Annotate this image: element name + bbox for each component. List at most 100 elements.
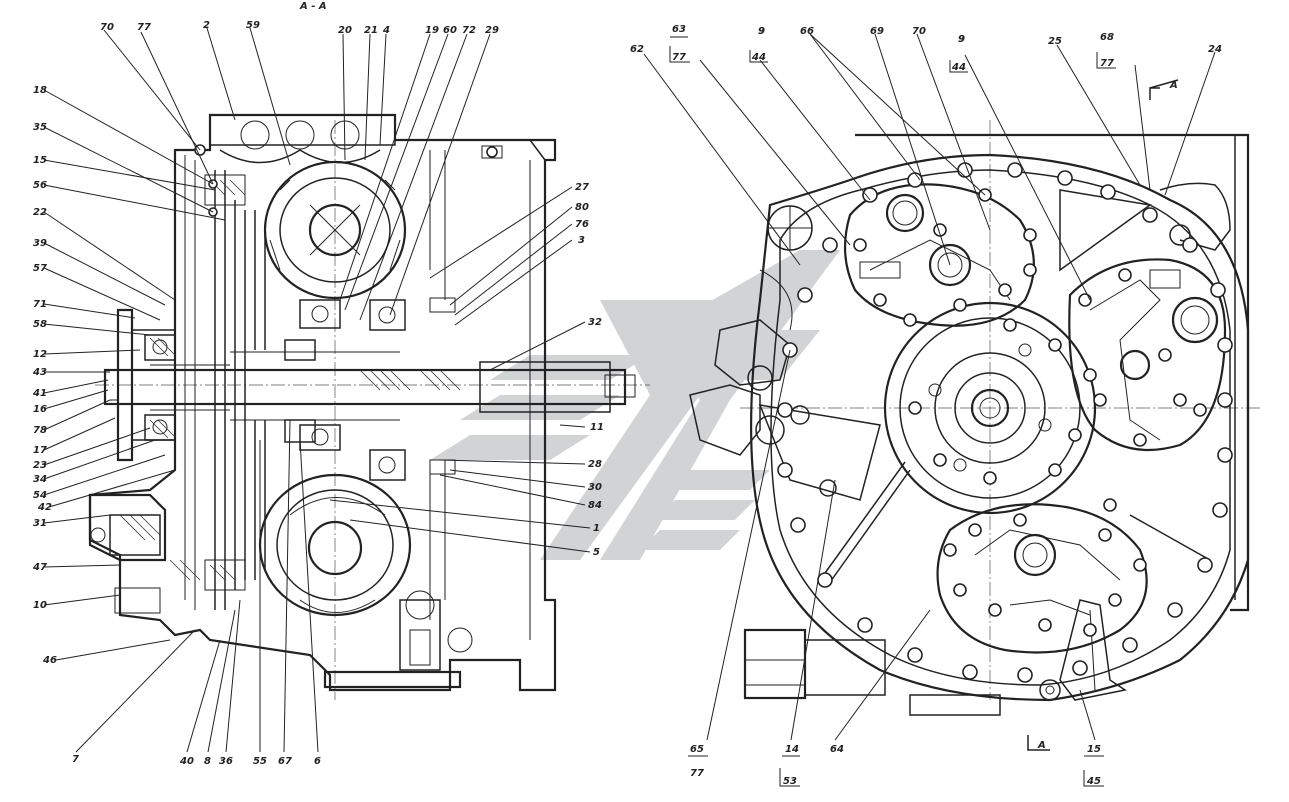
label-18: 18: [33, 85, 47, 96]
fraction-15-45: 15 45: [1083, 744, 1104, 787]
label-70r: 70: [912, 26, 926, 37]
label-29: 29: [485, 25, 499, 36]
label-8: 8: [204, 756, 211, 767]
label-16: 16: [33, 404, 47, 415]
svg-text:77: 77: [672, 52, 686, 63]
label-36: 36: [219, 756, 233, 767]
label-35: 35: [33, 122, 47, 133]
label-10: 10: [33, 600, 47, 611]
label-47: 47: [32, 562, 47, 573]
label-84: 84: [588, 500, 602, 511]
label-77: 77: [137, 22, 151, 33]
upper-left-pump: [843, 183, 1035, 327]
label-24: 24: [1208, 44, 1222, 55]
label-4: 4: [382, 25, 390, 36]
right-pump: [1068, 258, 1227, 452]
perimeter-bolts: [777, 162, 1233, 683]
svg-text:44: 44: [751, 52, 766, 63]
label-27: 27: [575, 182, 589, 193]
label-71: 71: [33, 299, 47, 310]
label-34: 34: [33, 474, 47, 485]
label-12: 12: [33, 349, 47, 360]
svg-text:9: 9: [958, 34, 965, 45]
label-25: 25: [1048, 36, 1062, 47]
label-72: 72: [462, 25, 476, 36]
fraction-63-77: 63 77: [669, 24, 690, 63]
label-7: 7: [72, 754, 79, 765]
pump-bolts: [853, 188, 1207, 637]
label-60: 60: [443, 25, 457, 36]
label-46: 46: [42, 655, 57, 666]
label-22: 22: [33, 207, 47, 218]
label-28: 28: [588, 459, 602, 470]
clutch-pack: [204, 170, 266, 610]
fraction-68-77: 68 77: [1096, 32, 1116, 69]
section-marker-bottom: А: [1037, 740, 1046, 751]
label-3: 3: [578, 235, 585, 246]
label-39: 39: [33, 238, 47, 249]
label-67: 67: [278, 756, 292, 767]
label-17: 17: [33, 445, 47, 456]
label-54: 54: [33, 490, 47, 501]
leader-lines: [43, 27, 1216, 753]
lower-pump-housing: [88, 493, 201, 614]
label-66: 66: [800, 26, 814, 37]
bottom-sump: [323, 590, 473, 689]
label-59: 59: [246, 20, 260, 31]
label-40: 40: [179, 756, 194, 767]
label-19: 19: [425, 25, 439, 36]
label-56: 56: [33, 180, 47, 191]
svg-text:53: 53: [783, 776, 797, 787]
label-20: 20: [338, 25, 352, 36]
label-6: 6: [314, 756, 321, 767]
label-70: 70: [100, 22, 114, 33]
label-78: 78: [33, 425, 47, 436]
label-62: 62: [630, 44, 644, 55]
svg-text:65: 65: [690, 744, 704, 755]
bottom-lever: [1039, 599, 1127, 701]
left-view-bolts: [194, 144, 503, 475]
bottom-bracket: [743, 628, 1001, 716]
label-2: 2: [203, 20, 210, 31]
label-41: 41: [32, 388, 47, 399]
label-1: 1: [593, 523, 600, 534]
label-11: 11: [590, 422, 604, 433]
watermark-logo: [430, 250, 840, 560]
label-21: 21: [364, 25, 378, 36]
fraction-14-53: 14 53: [779, 744, 800, 787]
section-title: А - А: [299, 1, 327, 12]
fraction-9-44-b: 9 44: [949, 34, 968, 73]
fraction-9-44-a: 9 44: [749, 26, 768, 63]
label-69: 69: [870, 26, 884, 37]
fraction-65-77: 65 77: [688, 744, 708, 779]
label-9a: 9: [758, 26, 765, 37]
label-23: 23: [33, 460, 47, 471]
svg-text:14: 14: [785, 744, 799, 755]
label-43: 43: [32, 367, 47, 378]
label-58: 58: [33, 319, 47, 330]
svg-text:77: 77: [690, 768, 704, 779]
label-32: 32: [588, 317, 602, 328]
label-42: 42: [37, 502, 52, 513]
label-80: 80: [575, 202, 589, 213]
end-view: [689, 79, 1260, 751]
svg-text:45: 45: [1086, 776, 1101, 787]
label-9b: 9: [958, 34, 965, 45]
bearings: [284, 299, 406, 481]
label-57: 57: [33, 263, 47, 274]
svg-text:9: 9: [758, 26, 765, 37]
section-marker-top: А: [1169, 80, 1178, 91]
label-15: 15: [33, 155, 47, 166]
svg-text:77: 77: [1100, 58, 1114, 69]
label-64: 64: [830, 744, 844, 755]
label-55: 55: [253, 756, 267, 767]
label-30: 30: [588, 482, 602, 493]
central-hub: [883, 301, 1097, 515]
svg-text:44: 44: [951, 62, 966, 73]
lower-pump: [936, 503, 1148, 654]
svg-text:63: 63: [672, 24, 686, 35]
svg-text:15: 15: [1087, 744, 1101, 755]
label-31: 31: [33, 518, 47, 529]
label-76: 76: [575, 219, 589, 230]
